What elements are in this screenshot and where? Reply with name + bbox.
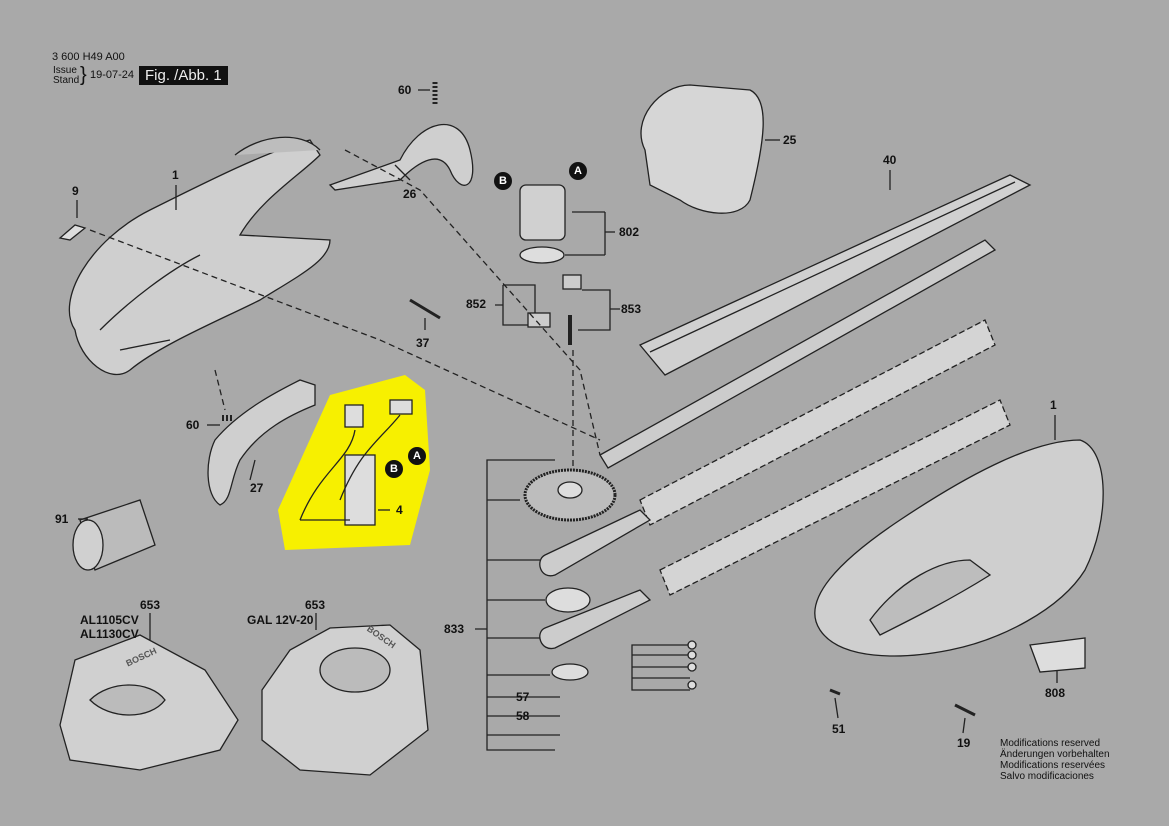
connector-b-marker: B bbox=[385, 460, 403, 478]
charger-model: GAL 12V-20 bbox=[247, 613, 314, 627]
charger-al1105cv bbox=[59, 634, 239, 771]
blade-rail bbox=[599, 239, 997, 469]
part-ref: 51 bbox=[832, 722, 846, 736]
charger-model: AL1130CV bbox=[80, 627, 139, 641]
part-ref: 26 bbox=[403, 187, 417, 201]
trigger-26 bbox=[328, 123, 474, 191]
housing-half-left bbox=[68, 139, 331, 376]
document-number: 3 600 H49 A00 bbox=[52, 51, 125, 63]
wiring-harness-4 bbox=[299, 399, 413, 526]
charger-model: AL1105CV bbox=[80, 613, 139, 627]
part-ref: 9 bbox=[72, 184, 79, 198]
blade-lower bbox=[659, 399, 1011, 596]
part-ref: 1 bbox=[1050, 398, 1057, 412]
part-ref: 25 bbox=[783, 133, 797, 147]
part-ref: 808 bbox=[1045, 686, 1066, 700]
charger-gal12v20 bbox=[261, 624, 429, 776]
brace: } bbox=[80, 64, 87, 86]
label-plate-808 bbox=[1029, 637, 1086, 673]
handle-27 bbox=[207, 379, 316, 506]
stand-label: Stand bbox=[53, 75, 80, 86]
part-ref: 833 bbox=[444, 622, 465, 636]
part-ref: 37 bbox=[416, 336, 430, 350]
part-ref: 91 bbox=[55, 512, 69, 526]
notice-line: Salvo modificaciones bbox=[1000, 771, 1094, 782]
part-ref: 58 bbox=[516, 709, 530, 723]
modifications-notice: Modifications reserved Änderungen vorbeh… bbox=[1000, 738, 1110, 782]
battery-91 bbox=[72, 499, 156, 571]
part-ref: 60 bbox=[186, 418, 200, 432]
issue-date: 19-07-24 bbox=[90, 69, 135, 81]
notice-line: Modifications reservées bbox=[1000, 760, 1106, 771]
notice-line: Modifications reserved bbox=[1000, 738, 1101, 749]
issue-label: Issue bbox=[53, 65, 77, 76]
connector-a-marker: A bbox=[408, 447, 426, 465]
notice-line: Änderungen vorbehalten bbox=[1000, 749, 1110, 760]
part-ref: 653 bbox=[305, 598, 326, 612]
motor-802 bbox=[519, 184, 566, 241]
connector-b-marker: B bbox=[494, 172, 512, 190]
part-ref: 1 bbox=[172, 168, 179, 182]
connector-a-marker: A bbox=[569, 162, 587, 180]
blade-cover-40 bbox=[638, 174, 1032, 376]
part-ref: 57 bbox=[516, 690, 530, 704]
part-ref: 653 bbox=[140, 598, 161, 612]
part-ref: 40 bbox=[883, 153, 897, 167]
blade-guard-25 bbox=[640, 84, 764, 214]
part-ref: 852 bbox=[466, 297, 487, 311]
part-ref: 27 bbox=[250, 481, 264, 495]
label-plate bbox=[58, 224, 87, 241]
part-ref: 802 bbox=[619, 225, 640, 239]
figure-label: Fig. /Abb. 1 bbox=[139, 66, 228, 85]
pin-37 bbox=[409, 298, 441, 320]
part-ref: 853 bbox=[621, 302, 642, 316]
part-ref: 19 bbox=[957, 736, 971, 750]
part-ref: 4 bbox=[396, 503, 403, 517]
part-ref: 60 bbox=[398, 83, 412, 97]
